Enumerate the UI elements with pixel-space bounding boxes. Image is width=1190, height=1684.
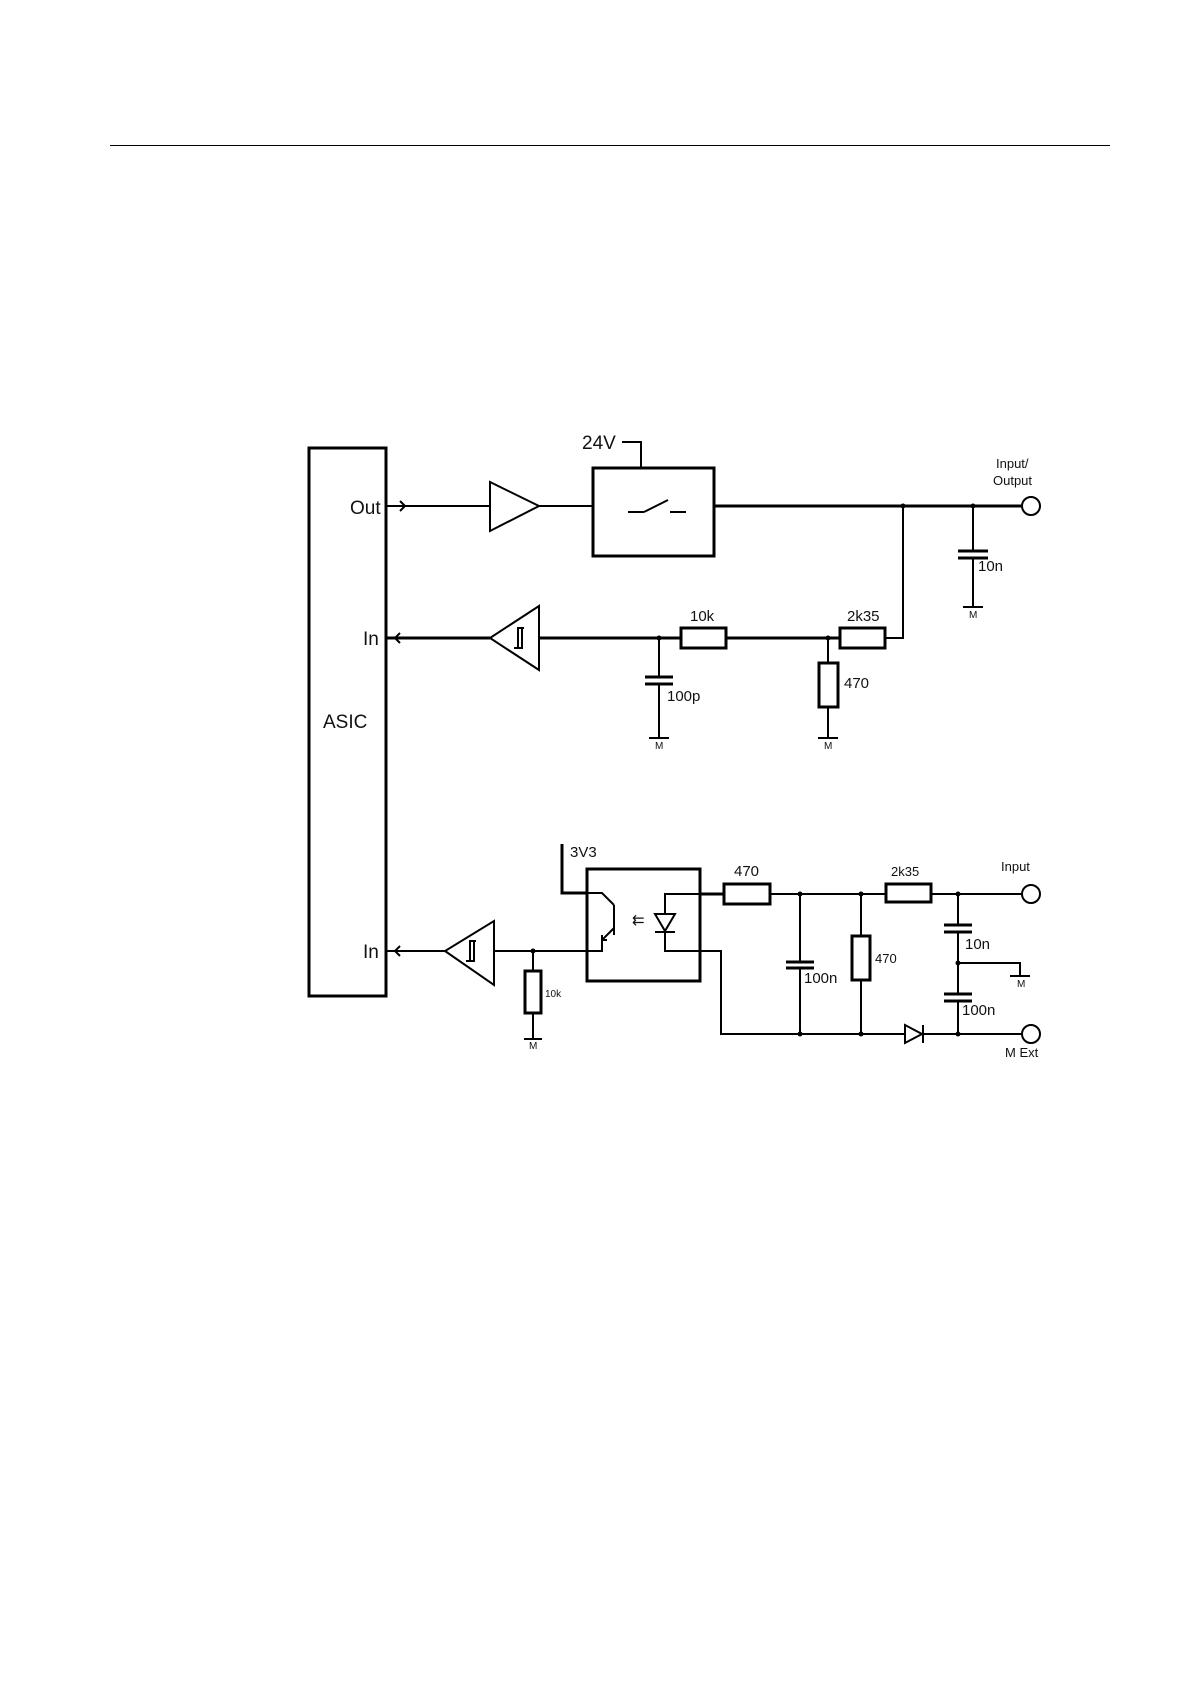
res-2k35-top-label: 2k35 xyxy=(847,608,880,625)
cap-10n-top-label: 10n xyxy=(978,558,1003,575)
res-10k-pulldown-label: 10k xyxy=(545,989,562,1000)
opto-light-icon: ⇇ xyxy=(632,912,645,929)
asic-label: ASIC xyxy=(323,712,367,733)
cap-100n-mid-label: 100n xyxy=(804,970,837,987)
res-470-opto-label: 470 xyxy=(734,863,759,880)
ground-label: M xyxy=(824,741,832,752)
supply-24v-label: 24V xyxy=(582,433,616,454)
input-terminal-label: Input xyxy=(1001,859,1030,874)
diode xyxy=(905,1025,922,1043)
high-side-switch xyxy=(593,468,714,556)
res-10k-label: 10k xyxy=(690,608,715,625)
ground-label: M xyxy=(1017,979,1025,990)
schmitt-trigger-1 xyxy=(490,606,539,670)
m-ext-label: M Ext xyxy=(1005,1045,1039,1060)
supply-3v3-label: 3V3 xyxy=(570,844,597,861)
resistor-470-top xyxy=(819,663,838,707)
res-470-top-label: 470 xyxy=(844,675,869,692)
input-output-label-2: Output xyxy=(993,473,1032,488)
m-ext-terminal xyxy=(1022,1025,1040,1043)
asic-in-port-1: In xyxy=(363,629,379,650)
ground-label: M xyxy=(969,610,977,621)
ground-label: M xyxy=(529,1041,537,1052)
input-terminal xyxy=(1022,885,1040,903)
resistor-10k xyxy=(681,628,726,648)
input-path-2: M 10k 3V3 ⇇ 470 2k35 Input xyxy=(386,844,1040,1060)
input-output-terminal xyxy=(1022,497,1040,515)
output-buffer xyxy=(490,482,539,531)
resistor-470-opto xyxy=(724,884,770,904)
resistor-2k35-top xyxy=(840,628,885,648)
res-2k35-bottom-label: 2k35 xyxy=(891,864,919,879)
ground-label: M xyxy=(655,741,663,752)
resistor-470-bottom xyxy=(852,936,870,980)
cap-100p-label: 100p xyxy=(667,688,700,705)
cap-100n-bottom-label: 100n xyxy=(962,1002,995,1019)
asic-in-port-2: In xyxy=(363,942,379,963)
output-path: 24V Input/ Output M 10n xyxy=(386,433,1040,621)
input-output-label-1: Input/ xyxy=(996,456,1029,471)
cap-10n-bottom-label: 10n xyxy=(965,936,990,953)
asic-out-port: Out xyxy=(350,498,381,519)
res-470-bottom-label: 470 xyxy=(875,951,897,966)
resistor-10k-pulldown xyxy=(525,971,541,1013)
resistor-2k35-bottom xyxy=(886,884,931,902)
